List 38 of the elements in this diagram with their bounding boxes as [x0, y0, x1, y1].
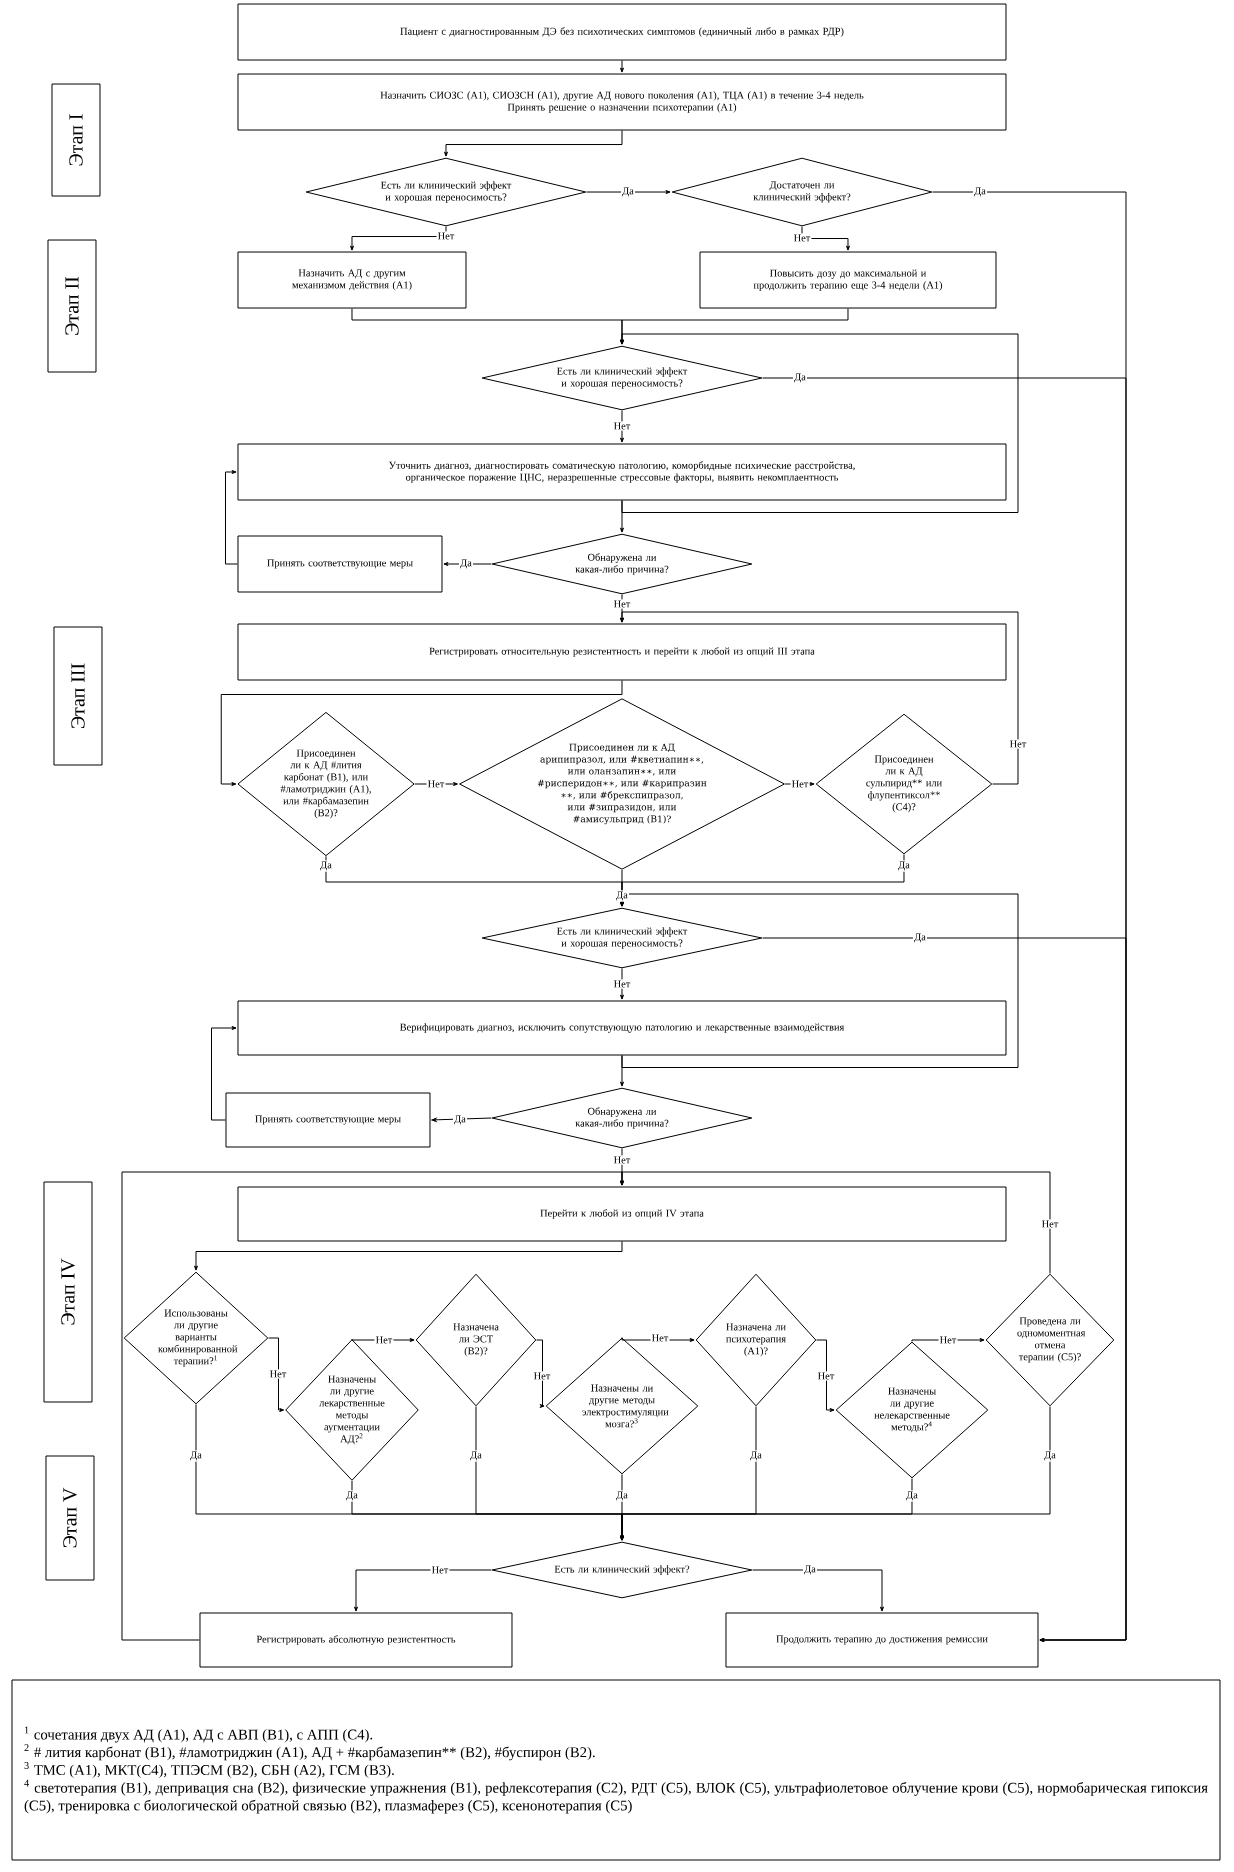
connector-arrow [225, 470, 238, 565]
connector-arrow [431, 1117, 492, 1122]
connector-arrow [621, 1337, 695, 1342]
connector-arrow [752, 1569, 884, 1612]
connector-arrow [536, 1339, 545, 1408]
connector-arrow [444, 130, 623, 157]
connector-arrow [351, 1338, 415, 1342]
connector-arrow [211, 1026, 237, 1121]
stage-label: Этап III [53, 626, 103, 766]
connector-arrow [801, 226, 850, 251]
connector-arrow [194, 1241, 623, 1271]
connector-arrow [354, 1569, 492, 1612]
connector-arrow [620, 1171, 1051, 1274]
connector-arrow [620, 60, 624, 73]
stage-label: Этап IV [43, 1181, 93, 1403]
connector-arrow [620, 500, 624, 533]
connector-arrow [620, 333, 1019, 513]
connector-arrow [443, 562, 492, 566]
connector-arrow [586, 190, 671, 194]
connector-arrow [620, 968, 624, 1000]
stage-label: Этап I [51, 83, 101, 197]
connector-arrow [350, 226, 447, 251]
connector-arrow [784, 782, 815, 786]
connector-arrow [911, 1338, 985, 1342]
connector-arrow [620, 893, 1019, 1068]
connector-arrow [414, 782, 458, 786]
stage-label: Этап II [47, 239, 97, 373]
connector-arrow [268, 1337, 285, 1412]
stage-label: Этап V [45, 1455, 95, 1581]
connector-arrow [620, 1406, 1051, 1541]
connector-arrow [220, 680, 623, 786]
connector-arrow [620, 1055, 624, 1087]
connector-arrow [762, 937, 1127, 1642]
connector-arrow [620, 611, 1019, 785]
connector-arrow [816, 1339, 835, 1412]
connector-arrow [121, 1171, 624, 1641]
connector-arrow [620, 410, 624, 443]
footnote-box [11, 1679, 1221, 1861]
